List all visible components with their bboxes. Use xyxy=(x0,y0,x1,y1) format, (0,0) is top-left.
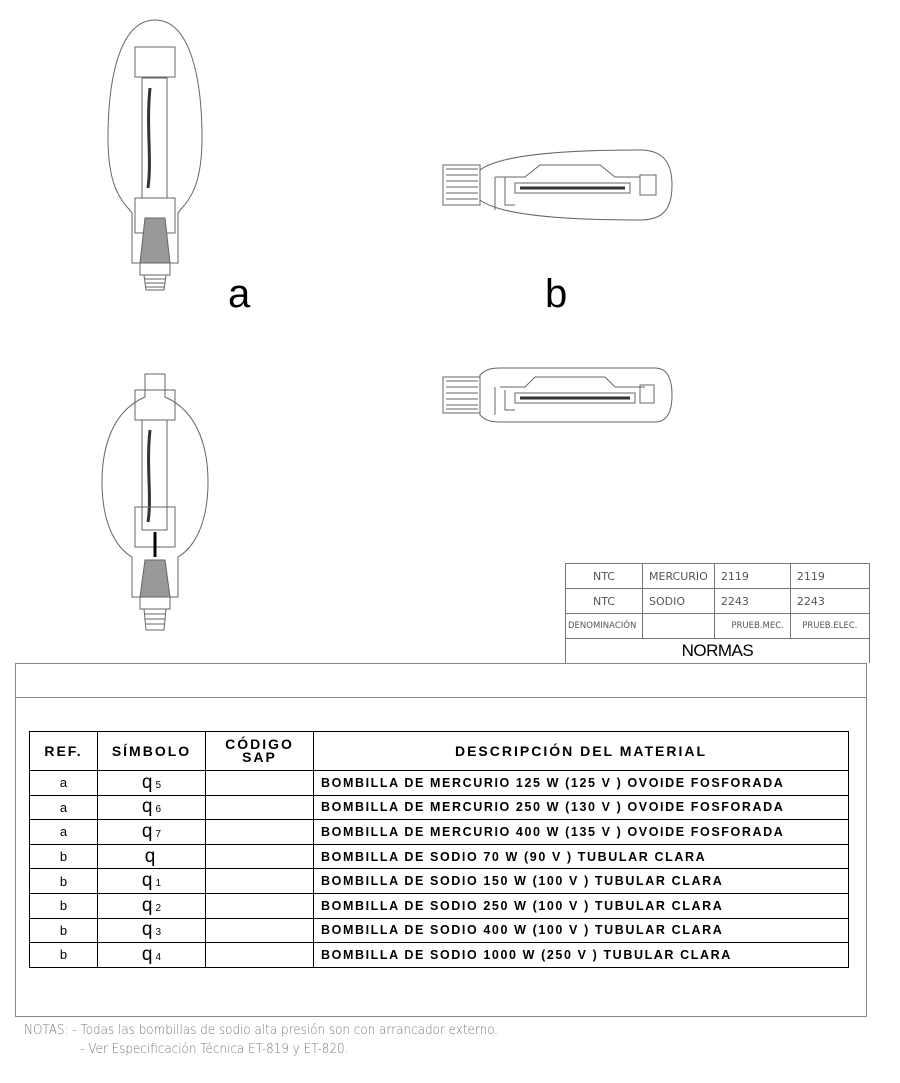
symbol-letter: q xyxy=(141,771,153,793)
cell-ref: a xyxy=(29,770,98,796)
cell-sap xyxy=(205,942,314,968)
figure-label-b: b xyxy=(545,272,568,316)
header-ref: REF. xyxy=(29,731,98,771)
symbol-subscript: 7 xyxy=(155,828,162,840)
cell-description: BOMBILLA DE SODIO 1000 W (250 V ) TUBULA… xyxy=(313,942,849,968)
cell-ref: a xyxy=(29,819,98,845)
cell-sap xyxy=(205,794,314,821)
normas-cell xyxy=(642,613,715,639)
header-description: DESCRIPCIÓN DEL MATERIAL xyxy=(313,731,849,771)
normas-cell: NTC xyxy=(565,563,643,589)
normas-row: NTC SODIO 2243 2243 xyxy=(565,588,870,614)
symbol-letter: q xyxy=(141,894,153,916)
symbol-subscript: 3 xyxy=(155,927,162,939)
normas-cell: NTC xyxy=(565,588,643,614)
symbol-subscript: 2 xyxy=(155,902,162,914)
normas-cell: SODIO xyxy=(642,588,715,614)
symbol-letter: q xyxy=(144,845,156,867)
cell-ref: b xyxy=(29,843,98,870)
figure-label-a: a xyxy=(228,272,251,316)
normas-row: DENOMINACIÓN PRUEB.MEC. PRUEB.ELEC. xyxy=(565,613,870,639)
cell-sap xyxy=(205,868,314,894)
normas-cell: 2119 xyxy=(789,563,870,589)
cell-description: BOMBILLA DE SODIO 250 W (100 V ) TUBULAR… xyxy=(313,892,849,919)
normas-cell: 2243 xyxy=(789,588,870,614)
symbol-subscript: 5 xyxy=(155,779,162,791)
symbol-letter: q xyxy=(141,943,153,965)
cell-ref: b xyxy=(29,917,98,944)
cell-sap xyxy=(205,819,314,845)
header-sap-line2: SAP xyxy=(242,749,277,765)
cell-sap xyxy=(205,770,314,796)
symbol-letter: q xyxy=(141,919,153,941)
symbol-subscript: 6 xyxy=(155,804,162,816)
header-sap-line1: CÓDIGO xyxy=(225,736,294,752)
symbol-subscript: 1 xyxy=(155,878,162,890)
cell-ref: a xyxy=(29,794,98,821)
header-symbol: SÍMBOLO xyxy=(97,731,206,771)
cell-ref: b xyxy=(29,892,98,919)
normas-cell: 2243 xyxy=(713,588,791,614)
frame-divider xyxy=(15,697,866,698)
cell-description: BOMBILLA DE SODIO 70 W (90 V ) TUBULAR C… xyxy=(313,843,849,870)
symbol-letter: q xyxy=(141,820,153,842)
cell-sap xyxy=(205,892,314,919)
symbol-letter: q xyxy=(141,870,153,892)
cell-description: BOMBILLA DE SODIO 150 W (100 V ) TUBULAR… xyxy=(313,868,849,894)
sodium-bulb-tubular-drawing xyxy=(442,149,673,221)
cell-ref: b xyxy=(29,868,98,894)
cell-ref: b xyxy=(29,942,98,968)
cell-symbol: q xyxy=(97,843,206,870)
symbol-letter: q xyxy=(141,796,153,818)
normas-title: NORMAS xyxy=(565,638,870,663)
mercury-bulb-ellipsoidal-drawing xyxy=(101,373,209,631)
notes: NOTAS: - Todas las bombillas de sodio al… xyxy=(24,1021,498,1059)
normas-row: NTC MERCURIO 2119 2119 xyxy=(565,563,870,589)
symbol-subscript: 4 xyxy=(155,951,162,963)
normas-table: NTC MERCURIO 2119 2119 NTC SODIO 2243 22… xyxy=(565,563,870,663)
normas-cell: 2119 xyxy=(713,563,791,589)
cell-sap xyxy=(205,917,314,944)
cell-description: BOMBILLA DE MERCURIO 250 W (130 V ) OVOI… xyxy=(313,794,849,821)
cell-description: BOMBILLA DE MERCURIO 125 W (125 V ) OVOI… xyxy=(313,770,849,796)
cell-description: BOMBILLA DE SODIO 400 W (100 V ) TUBULAR… xyxy=(313,917,849,944)
cell-description: BOMBILLA DE MERCURIO 400 W (135 V ) OVOI… xyxy=(313,819,849,845)
normas-cell: PRUEB.MEC. xyxy=(713,613,791,639)
drawing-frame xyxy=(15,663,867,1017)
note-line-1: NOTAS: - Todas las bombillas de sodio al… xyxy=(24,1023,499,1038)
note-line-2: - Ver Especificación Técnica ET-819 y ET… xyxy=(80,1042,349,1057)
table-row: b q BOMBILLA DE SODIO 70 W (90 V ) TUBULAR… xyxy=(29,843,849,870)
sodium-bulb-tubular-clear-drawing xyxy=(442,367,673,423)
cell-sap xyxy=(205,843,314,870)
normas-cell: DENOMINACIÓN xyxy=(565,613,643,639)
normas-cell: PRUEB.ELEC. xyxy=(789,613,870,639)
normas-cell: MERCURIO xyxy=(642,563,715,589)
mercury-bulb-ovoid-drawing xyxy=(107,19,203,291)
